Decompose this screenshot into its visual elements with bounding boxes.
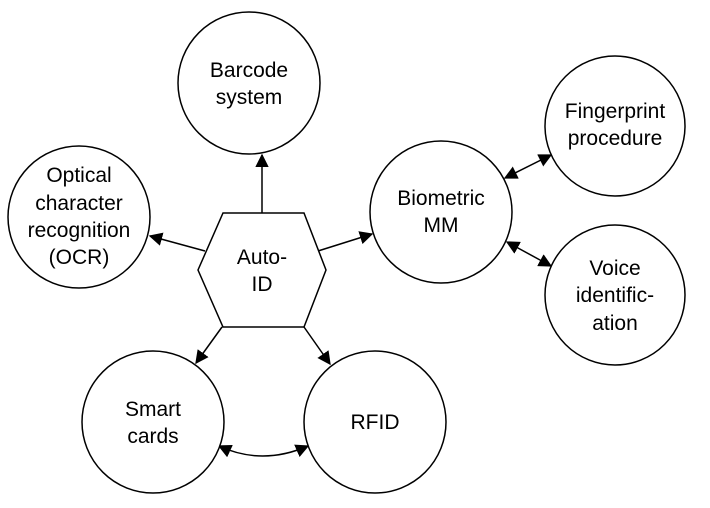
node-voice-line-1: Voice — [589, 257, 640, 280]
node-rfid: RFID — [303, 350, 447, 494]
node-voice-line-3: ation — [592, 312, 638, 335]
node-biometric-line-1: Biometric — [397, 187, 485, 210]
node-ocr-line-3: recognition — [28, 219, 131, 242]
node-barcode-line-2: system — [216, 86, 283, 109]
node-fingerprint-line-2: procedure — [568, 127, 663, 150]
node-voice: Voice identific- ation — [544, 224, 686, 366]
node-center-line-2: ID — [252, 273, 273, 296]
edge-smartcards-rfid — [217, 444, 310, 458]
node-smartcards-line-2: cards — [127, 425, 178, 448]
node-barcode-line-1: Barcode — [210, 59, 288, 82]
node-center-line-1: Auto- — [237, 246, 287, 269]
edge-center-to-rfid — [303, 326, 331, 366]
node-ocr-line-4: (OCR) — [49, 246, 110, 269]
node-ocr-line-2: character — [35, 192, 123, 215]
node-smartcards: Smart cards — [81, 350, 225, 494]
node-biometric-line-2: MM — [424, 214, 459, 237]
edge-biometric-voice — [505, 241, 553, 267]
edge-center-to-smartcards — [195, 326, 223, 365]
edge-biometric-fingerprint — [503, 154, 553, 179]
node-smartcards-line-1: Smart — [125, 398, 181, 421]
node-fingerprint: Fingerprint procedure — [544, 55, 686, 197]
node-center-auto-id: Auto- ID — [197, 212, 327, 328]
node-biometric: Biometric MM — [369, 140, 513, 284]
edge-center-to-ocr — [148, 232, 206, 252]
node-ocr-line-1: Optical — [46, 164, 111, 187]
node-rfid-line-1: RFID — [351, 411, 400, 434]
node-voice-line-2: identific- — [576, 284, 654, 307]
node-barcode: Barcode system — [177, 11, 321, 155]
node-fingerprint-line-1: Fingerprint — [565, 100, 666, 123]
edge-center-to-biometric — [317, 231, 374, 252]
node-ocr: Optical character recognition (OCR) — [7, 145, 151, 289]
